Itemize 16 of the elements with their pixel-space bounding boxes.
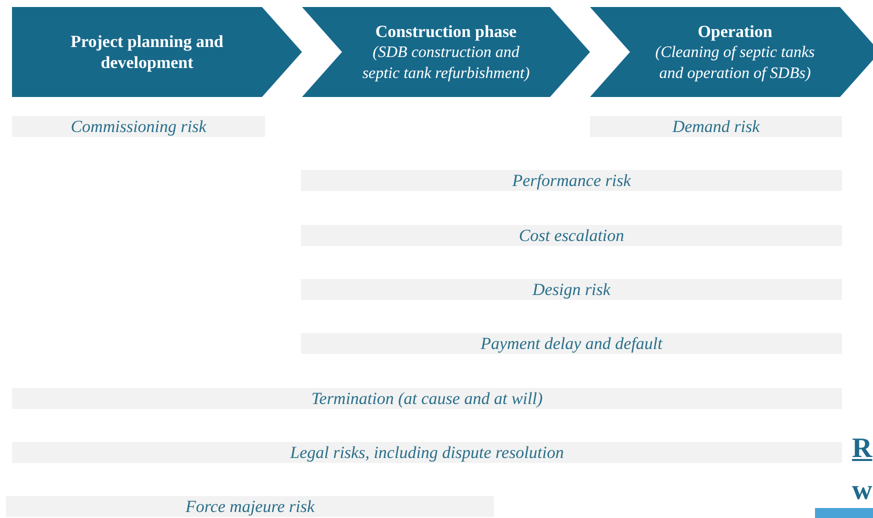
phase-description: (Cleaning of septic tanks and operation of SDBs) [654,42,816,84]
risk-label: Cost escalation [518,226,624,246]
risk-label: Force majeure risk [185,496,315,516]
risk-label: Payment delay and default [480,334,662,354]
risk-label: Legal risks, including dispute resolution [290,442,564,462]
risk-label: Performance risk [512,170,631,190]
phase-description: (SDB construction and septic tank refurbishment) [361,42,531,84]
cut-off-heading: R [852,433,872,465]
phase-title: Operation [698,20,772,42]
risk-label: Design risk [532,280,610,300]
risk-label: Commissioning risk [70,116,206,136]
cut-off-heading: w [852,475,872,507]
phase-title: Construction phase [375,20,517,42]
risk-label: Termination (at cause and at will) [311,388,543,408]
phase-title: Project planning and development [70,31,224,73]
risk-label: Demand risk [672,116,760,136]
